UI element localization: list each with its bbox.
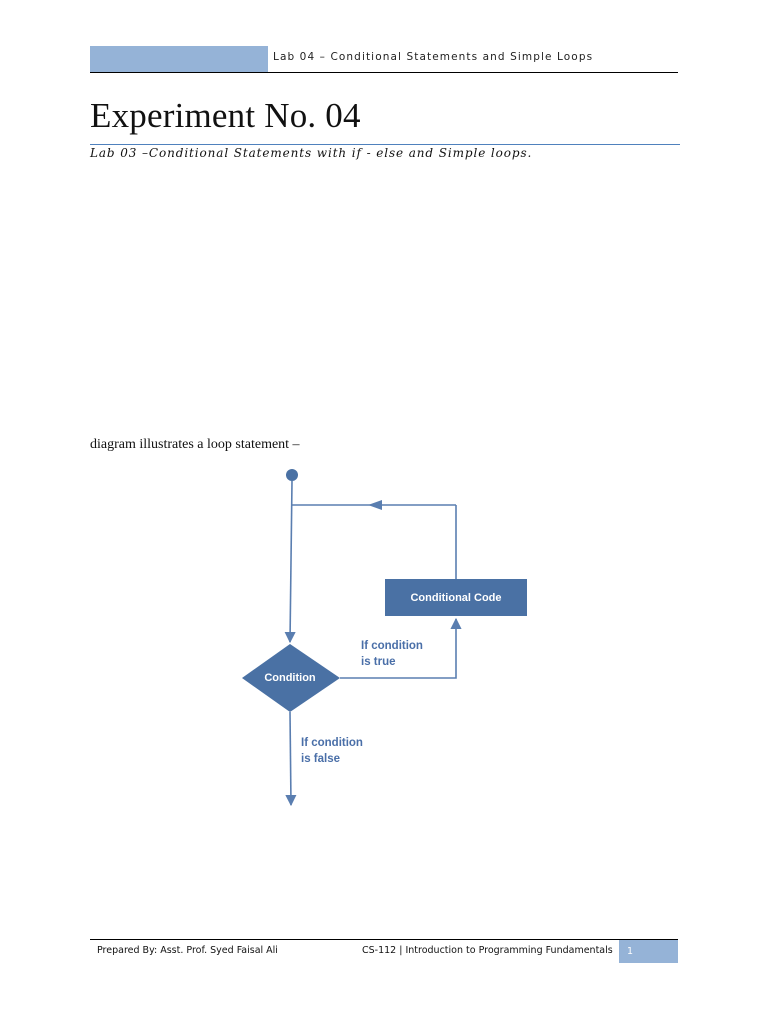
entry-flow-line bbox=[284, 480, 296, 644]
title-divider bbox=[90, 144, 680, 145]
false-label-line1: If condition bbox=[301, 737, 363, 749]
header-accent-block bbox=[90, 46, 268, 72]
page-subtitle: Lab 03 –Conditional Statements with if -… bbox=[90, 146, 533, 160]
page-title: Experiment No. 04 bbox=[90, 96, 361, 135]
false-label-line2: is false bbox=[301, 753, 340, 765]
condition-diamond bbox=[242, 644, 340, 712]
conditional-code-label: Conditional Code bbox=[410, 592, 501, 604]
false-path-line bbox=[285, 711, 297, 807]
true-label-line2: is true bbox=[361, 656, 396, 668]
true-path-line bbox=[340, 617, 462, 679]
condition-label: Condition bbox=[264, 672, 316, 684]
conditional-code-box bbox=[385, 579, 527, 616]
loop-flowchart: Conditional Code If condition is true Co… bbox=[242, 469, 527, 807]
footer-divider bbox=[90, 939, 678, 940]
start-node bbox=[286, 469, 298, 481]
running-header: Lab 04 – Conditional Statements and Simp… bbox=[273, 51, 594, 63]
loop-back-arrowhead bbox=[368, 500, 382, 510]
diagram-intro-text: diagram illustrates a loop statement – bbox=[90, 437, 300, 452]
page-number: 1 bbox=[627, 946, 634, 957]
page-number-block: 1 bbox=[619, 940, 678, 963]
header-divider bbox=[90, 72, 678, 73]
true-label-line1: If condition bbox=[361, 640, 423, 652]
footer-course: CS-112 | Introduction to Programming Fun… bbox=[362, 945, 613, 956]
footer-prepared-by: Prepared By: Asst. Prof. Syed Faisal Ali bbox=[97, 945, 278, 956]
